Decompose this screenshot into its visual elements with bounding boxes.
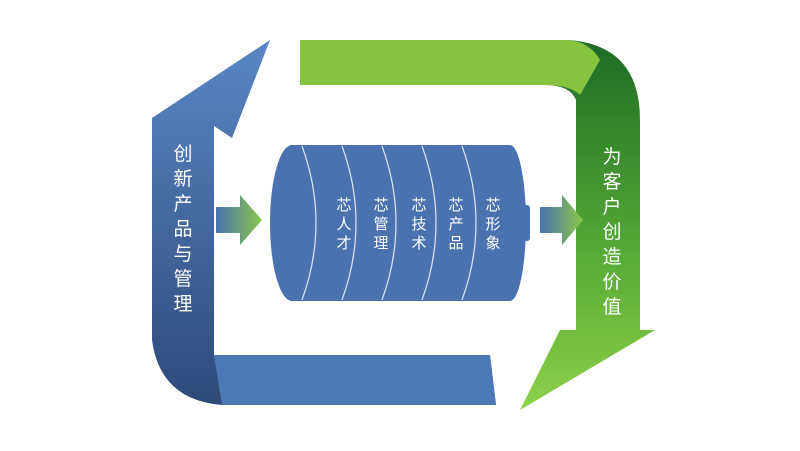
green-top-band bbox=[300, 40, 600, 95]
core-item: 芯形象 bbox=[485, 196, 501, 252]
core-item: 芯人才 bbox=[336, 196, 352, 252]
output-arrow bbox=[540, 195, 583, 245]
core-item: 芯技术 bbox=[411, 196, 427, 252]
core-cylinder bbox=[270, 145, 530, 301]
blue-bottom-band bbox=[214, 355, 496, 405]
core-item: 芯管理 bbox=[373, 196, 389, 252]
input-arrow bbox=[216, 195, 262, 245]
core-item: 芯产品 bbox=[448, 196, 464, 252]
right-label: 为客户创造价值 bbox=[602, 146, 622, 318]
left-label: 创新产品与管理 bbox=[173, 143, 193, 315]
